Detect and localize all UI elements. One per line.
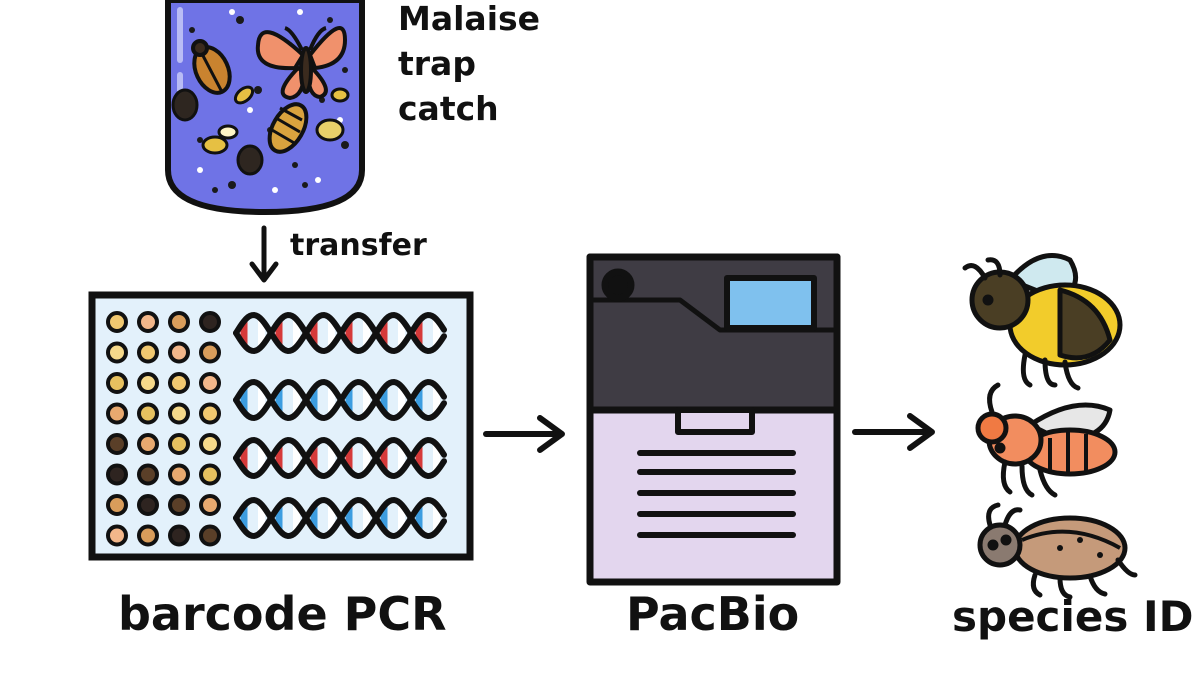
well-dot — [106, 311, 128, 333]
dna-strand — [233, 436, 447, 480]
transfer-label: transfer — [290, 228, 427, 263]
well-dot — [137, 311, 159, 333]
trap-label-line-2: trap — [398, 44, 476, 83]
arrow-down-icon — [249, 225, 279, 283]
dna-helix-icon — [233, 496, 447, 540]
trap-jar-icon — [165, 0, 365, 216]
sequencer-icon — [586, 253, 841, 586]
species-id-label: species ID — [952, 592, 1194, 641]
well-dot — [199, 494, 221, 516]
well-dot — [168, 341, 190, 364]
well-dot — [137, 341, 159, 364]
well-dot — [168, 372, 190, 394]
well-dot — [106, 402, 128, 425]
dna-helix-rows — [233, 311, 447, 540]
beetle-icon — [977, 502, 1138, 600]
well-dot — [106, 524, 128, 547]
well-dot — [199, 341, 221, 364]
well-dot — [106, 372, 128, 394]
well-dot — [199, 433, 221, 455]
well-dot — [168, 524, 190, 547]
dna-strand — [233, 496, 447, 540]
well-dot — [137, 402, 159, 425]
well-dot — [106, 494, 128, 516]
well-dot — [106, 463, 128, 486]
fly-icon — [975, 382, 1118, 498]
well-dot — [106, 341, 128, 364]
well-dot — [137, 433, 159, 455]
well-dot — [199, 524, 221, 547]
trap-label-line-1: Malaise — [398, 0, 541, 38]
well-dot — [199, 402, 221, 425]
dna-helix-icon — [233, 311, 447, 355]
trap-catch-label: Malaise trap catch — [398, 0, 540, 131]
well-plate-icon — [88, 291, 474, 561]
well-dot — [137, 524, 159, 547]
pacbio-label: PacBio — [626, 587, 800, 641]
dna-strand — [233, 378, 447, 422]
well-dot — [137, 463, 159, 486]
bee-icon — [962, 253, 1123, 391]
dna-strand — [233, 311, 447, 355]
well-grid — [106, 311, 221, 547]
well-dot — [137, 372, 159, 394]
well-dot — [168, 494, 190, 516]
well-dot — [168, 433, 190, 455]
well-dot — [168, 463, 190, 486]
well-dot — [168, 311, 190, 333]
dna-helix-icon — [233, 378, 447, 422]
well-dot — [137, 494, 159, 516]
barcode-pcr-label: barcode PCR — [118, 587, 447, 641]
well-dot — [106, 433, 128, 455]
butterfly-icon — [255, 26, 348, 101]
well-dot — [199, 463, 221, 486]
trap-label-line-3: catch — [398, 89, 499, 128]
dna-helix-icon — [233, 436, 447, 480]
arrow-right-icon — [483, 415, 565, 453]
well-dot — [199, 311, 221, 333]
arrow-right-icon — [852, 413, 935, 451]
well-dot — [199, 372, 221, 394]
well-dot — [168, 402, 190, 425]
